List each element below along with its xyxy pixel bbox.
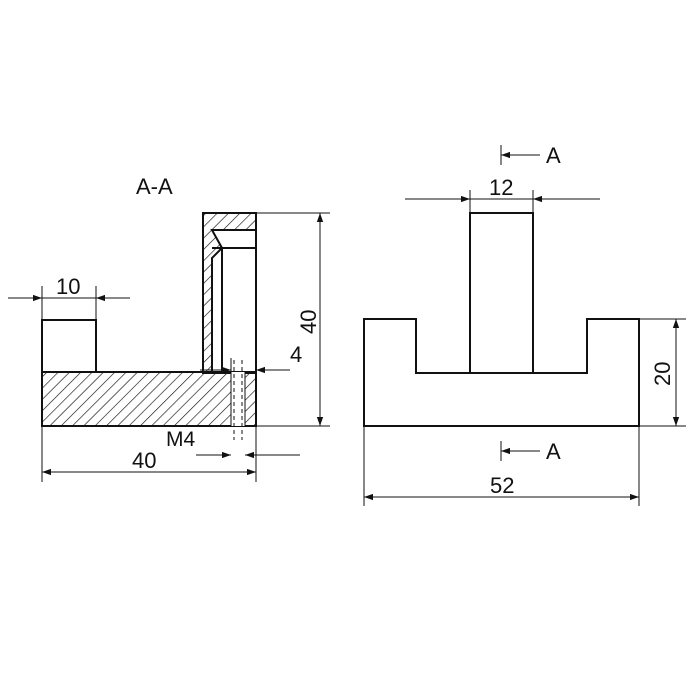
dim-base-width: 40 — [132, 448, 156, 473]
dim-post-width: 10 — [56, 274, 80, 299]
wall-cavity — [210, 229, 257, 373]
front-view: A A 12 20 52 — [363, 143, 686, 506]
dim-height: 20 — [650, 362, 675, 386]
post-outline — [41, 319, 97, 373]
dim-hole-offset: 4 — [290, 342, 302, 367]
body-outline — [363, 318, 640, 427]
dim-thread: M4 — [166, 428, 195, 451]
section-mark-label: A — [546, 143, 561, 168]
section-mark-label: A — [546, 439, 561, 464]
section-view-aa: A-A 10 40 4 — [8, 174, 330, 482]
section-title: A-A — [136, 174, 173, 199]
dim-tab-width: 12 — [489, 175, 513, 200]
threaded-hole — [231, 372, 245, 426]
dim-height: 40 — [296, 310, 321, 334]
center-tab — [469, 212, 534, 374]
base-section — [41, 371, 257, 427]
dim-width: 52 — [490, 473, 514, 498]
